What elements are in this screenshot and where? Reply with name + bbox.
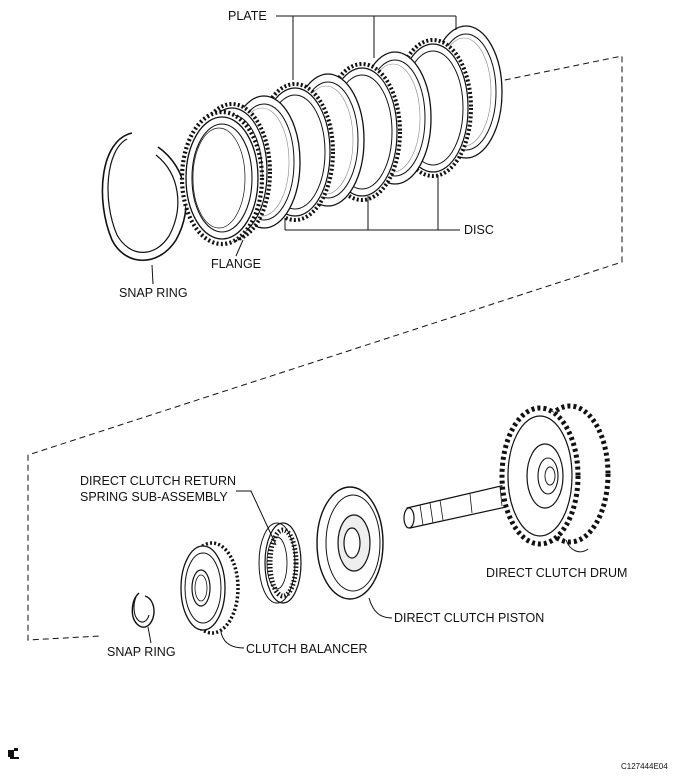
plate-label: PLATE: [228, 9, 267, 23]
return-spring-sub-assembly: [258, 522, 302, 604]
clutch-balancer: [180, 541, 240, 635]
upper-snap-ring-label: SNAP RING: [119, 286, 188, 300]
flange-leader: [235, 239, 244, 257]
flange-label: FLANGE: [211, 257, 261, 271]
lower-snap-ring-label: SNAP RING: [107, 645, 176, 659]
clutch-balancer-leader: [220, 631, 245, 649]
figure-code: C127444E04: [621, 762, 668, 771]
return-spring-label-line1: DIRECT CLUTCH RETURN: [80, 474, 236, 488]
clutch-drum-label: DIRECT CLUTCH DRUM: [486, 566, 627, 580]
disc-label: DISC: [464, 223, 494, 237]
new-part-mark-icon: [8, 748, 19, 759]
direct-clutch-piston: [316, 486, 384, 600]
lower-snap-ring: [131, 592, 155, 628]
clutch-piston-label: DIRECT CLUTCH PISTON: [394, 611, 544, 625]
upper-snap-ring: [101, 132, 187, 262]
upper-snap-ring-leader: [151, 264, 154, 285]
direct-clutch-drum: [403, 403, 611, 547]
clutch-drum-leader: [565, 539, 589, 553]
return-spring-label-line2: SPRING SUB-ASSEMBLY: [80, 490, 228, 504]
plate-leader: [276, 15, 457, 80]
disc-leader: [284, 175, 460, 231]
clutch-pack: [179, 25, 503, 247]
lower-snap-ring-leader: [147, 626, 152, 644]
clutch-piston-leader: [368, 597, 393, 619]
clutch-balancer-label: CLUTCH BALANCER: [246, 642, 368, 656]
flange: [179, 109, 265, 247]
return-spring-leader: [236, 490, 277, 546]
